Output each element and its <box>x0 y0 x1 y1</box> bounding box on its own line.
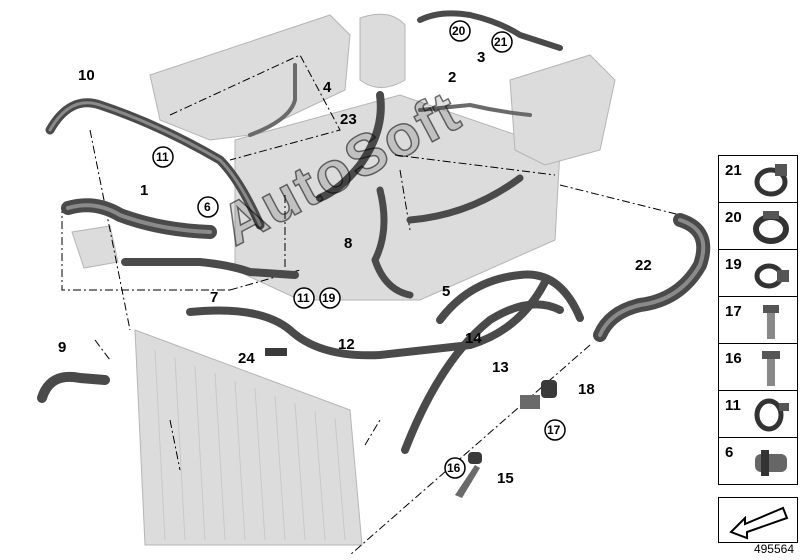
hose-1 <box>61 198 217 239</box>
hose-clip-19-icon <box>754 263 789 289</box>
callout-7: 7 <box>210 289 218 306</box>
spring-clip-11-icon <box>754 398 789 432</box>
hose-clamp-21-icon <box>754 164 788 197</box>
intake-manifold-ghost <box>149 14 351 141</box>
legend-label-20: 20 <box>725 209 742 226</box>
legend-label-16: 16 <box>725 350 742 367</box>
legend-cell-20[interactable]: 20 <box>718 202 798 250</box>
hose-9 <box>37 372 110 403</box>
legend-label-6: 6 <box>725 444 734 461</box>
callout-1: 1 <box>140 182 148 199</box>
callout-22: 22 <box>635 257 652 274</box>
small-parts <box>265 348 557 498</box>
callout-18: 18 <box>578 381 595 398</box>
hose-13 <box>401 300 564 454</box>
circled-16: 16 <box>447 461 461 475</box>
circled-callouts: 20 21 11 6 11 19 17 16 <box>152 20 566 479</box>
legend-cell-16[interactable]: 16 <box>718 343 798 391</box>
hose-3 <box>417 10 563 51</box>
part-15 <box>468 452 482 464</box>
circled-17: 17 <box>547 423 561 437</box>
callout-9: 9 <box>58 339 66 356</box>
ghost-engine-components <box>71 13 616 546</box>
circled-11-mid: 11 <box>297 291 310 305</box>
hose-10-highlight <box>48 101 262 227</box>
hose-22-highlight <box>598 218 706 337</box>
callout-4: 4 <box>323 79 332 96</box>
legend-cell-21[interactable]: 21 <box>718 155 798 203</box>
hose-2 <box>418 103 532 117</box>
hose-23 <box>316 91 385 202</box>
callout-12: 12 <box>338 336 355 353</box>
expansion-tank-ghost <box>359 13 406 88</box>
callout-numbers: 1 2 3 4 5 7 8 9 10 12 13 14 15 18 22 23 … <box>58 49 652 487</box>
circled-6: 6 <box>204 200 211 214</box>
hose-7 <box>121 258 299 279</box>
callout-10: 10 <box>78 67 95 84</box>
callout-15: 15 <box>497 470 514 487</box>
radiator-ghost <box>134 329 363 546</box>
navigation-arrow-icon <box>729 506 789 540</box>
circled-11-top: 11 <box>156 150 169 164</box>
circled-19: 19 <box>322 291 336 305</box>
bracket-17 <box>520 395 540 409</box>
radiator-fins <box>154 349 346 541</box>
callout-14: 14 <box>465 330 482 347</box>
legend-cell-19[interactable]: 19 <box>718 249 798 297</box>
legend-cell-11[interactable]: 11 <box>718 390 798 438</box>
hose-14 <box>436 270 584 324</box>
part-18 <box>541 380 557 398</box>
callout-2: 2 <box>448 69 456 86</box>
callout-24: 24 <box>238 350 255 367</box>
hose-8 <box>371 186 414 299</box>
callout-8: 8 <box>344 235 352 252</box>
circled-20: 20 <box>452 24 466 38</box>
callout-3: 3 <box>477 49 485 66</box>
coolant-reservoir-ghost <box>509 54 616 166</box>
pump-ghost <box>71 225 119 269</box>
hose-12 <box>186 278 549 360</box>
hose-4 <box>248 63 297 137</box>
legend-label-17: 17 <box>725 303 742 320</box>
bracket-15 <box>455 465 480 498</box>
quick-coupling-6-icon <box>755 450 787 476</box>
legend-label-19: 19 <box>725 256 742 273</box>
legend-label-21: 21 <box>725 162 742 179</box>
document-id: 495564 <box>753 542 794 556</box>
hose-clamp-20-icon <box>753 211 789 244</box>
callout-13: 13 <box>492 359 509 376</box>
bolt-17-icon <box>763 305 779 339</box>
bolt-16-icon <box>762 351 780 386</box>
legend-cell-nav[interactable] <box>718 497 798 543</box>
legend-cell-17[interactable]: 17 <box>718 296 798 344</box>
legend-cell-6[interactable]: 6 <box>718 437 798 485</box>
circled-21: 21 <box>494 35 508 49</box>
hose-top-right <box>406 174 524 224</box>
legend-label-11: 11 <box>725 397 741 414</box>
callout-23: 23 <box>340 111 357 128</box>
hoses <box>37 10 711 454</box>
callout-5: 5 <box>442 283 450 300</box>
part-24 <box>265 348 287 356</box>
hose-1-highlight <box>66 203 212 234</box>
engine-block-ghost <box>234 94 561 301</box>
